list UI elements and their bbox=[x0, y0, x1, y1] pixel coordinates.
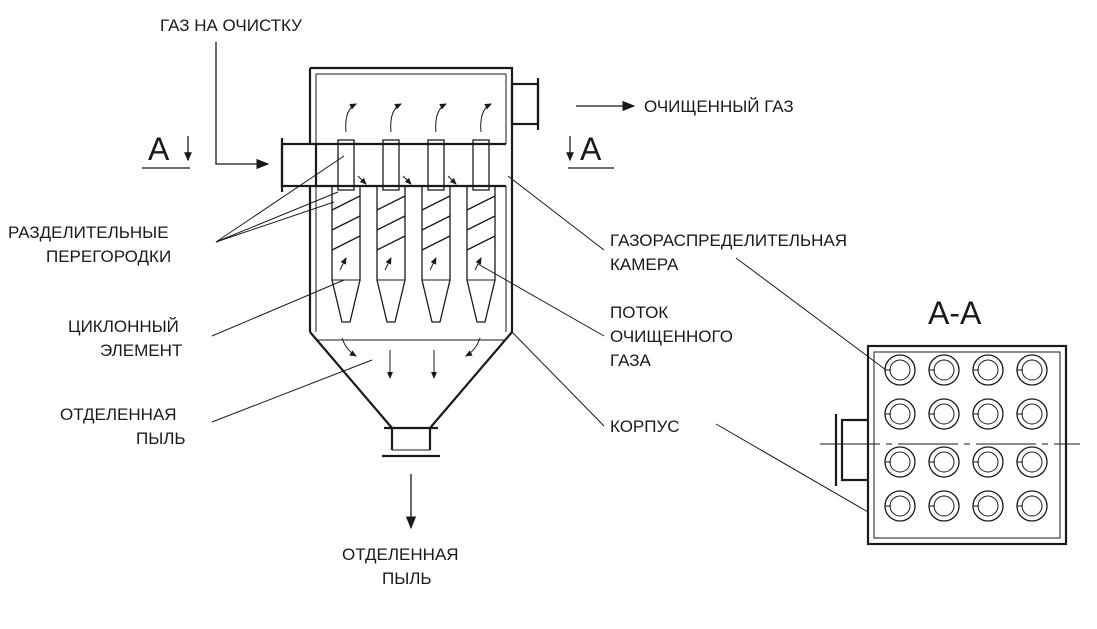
cyclone-element bbox=[376, 139, 406, 323]
label-partitions-line2: ПЕРЕГОРОДКИ bbox=[46, 247, 171, 266]
section-cyclone-circle bbox=[972, 490, 1004, 522]
dust-flow-arrows bbox=[341, 337, 481, 379]
label-gas-in: ГАЗ НА ОЧИСТКУ bbox=[160, 16, 302, 35]
section-marker-right bbox=[566, 136, 614, 169]
label-flow-line1: ПОТОК bbox=[610, 303, 668, 322]
gas-in-arrow bbox=[215, 42, 270, 170]
label-dust-line2: ПЫЛЬ bbox=[136, 429, 186, 448]
section-cyclone-circle bbox=[1016, 446, 1048, 478]
cyclone-element bbox=[331, 139, 361, 323]
section-circle-grid bbox=[884, 354, 1048, 522]
label-section-right: A bbox=[580, 131, 602, 167]
label-gas-out: ОЧИЩЕННЫЙ ГАЗ bbox=[644, 97, 794, 116]
label-cyclone-line2: ЭЛЕМЕНТ bbox=[100, 341, 182, 360]
label-housing: КОРПУС bbox=[610, 417, 680, 436]
section-view-a-a bbox=[820, 344, 1080, 546]
cyclone-element bbox=[421, 139, 451, 323]
gas-inlet-pipe bbox=[280, 138, 318, 192]
cyclone-elements bbox=[331, 139, 496, 323]
section-cyclone-circle bbox=[928, 354, 960, 386]
distribution-chamber bbox=[316, 142, 506, 188]
labels: ГАЗ НА ОЧИСТКУ ОЧИЩЕННЫЙ ГАЗ A A РАЗДЕЛИ… bbox=[8, 16, 982, 588]
clean-gas-flow-arrows bbox=[339, 103, 492, 271]
label-dust-line1: ОТДЕЛЕННАЯ bbox=[60, 405, 177, 424]
leader-lines bbox=[211, 155, 887, 513]
section-cyclone-circle bbox=[972, 354, 1004, 386]
section-cyclone-circle bbox=[972, 446, 1004, 478]
label-section-left: A bbox=[148, 131, 170, 167]
label-flow-line3: ГАЗА bbox=[610, 351, 651, 370]
housing-body bbox=[308, 66, 514, 458]
label-bottom-dust-line2: ПЫЛЬ bbox=[382, 569, 432, 588]
label-flow-line2: ОЧИЩЕННОГО bbox=[610, 327, 733, 346]
section-cyclone-circle bbox=[884, 446, 916, 478]
section-cyclone-circle bbox=[884, 490, 916, 522]
section-marker-left bbox=[142, 136, 192, 169]
section-cyclone-circle bbox=[884, 354, 916, 386]
label-cyclone-line1: ЦИКЛОННЫЙ bbox=[68, 317, 179, 336]
section-cyclone-circle bbox=[928, 446, 960, 478]
label-chamber-line2: КАМЕРА bbox=[610, 255, 679, 274]
label-partitions-line1: РАЗДЕЛИТЕЛЬНЫЕ bbox=[8, 223, 169, 242]
gas-outlet-pipe bbox=[510, 78, 540, 130]
section-cyclone-circle bbox=[928, 398, 960, 430]
label-section-view-title: А-А bbox=[928, 295, 982, 331]
cyclone-element bbox=[466, 139, 496, 323]
section-cyclone-circle bbox=[884, 398, 916, 430]
section-cyclone-circle bbox=[972, 398, 1004, 430]
section-cyclone-circle bbox=[1016, 354, 1048, 386]
section-cyclone-circle bbox=[928, 490, 960, 522]
section-cyclone-circle bbox=[1016, 398, 1048, 430]
section-cyclone-circle bbox=[1016, 490, 1048, 522]
label-chamber-line1: ГАЗОРАСПРЕДЕЛИТЕЛЬНАЯ bbox=[610, 231, 847, 250]
label-bottom-dust-line1: ОТДЕЛЕННАЯ bbox=[342, 545, 459, 564]
